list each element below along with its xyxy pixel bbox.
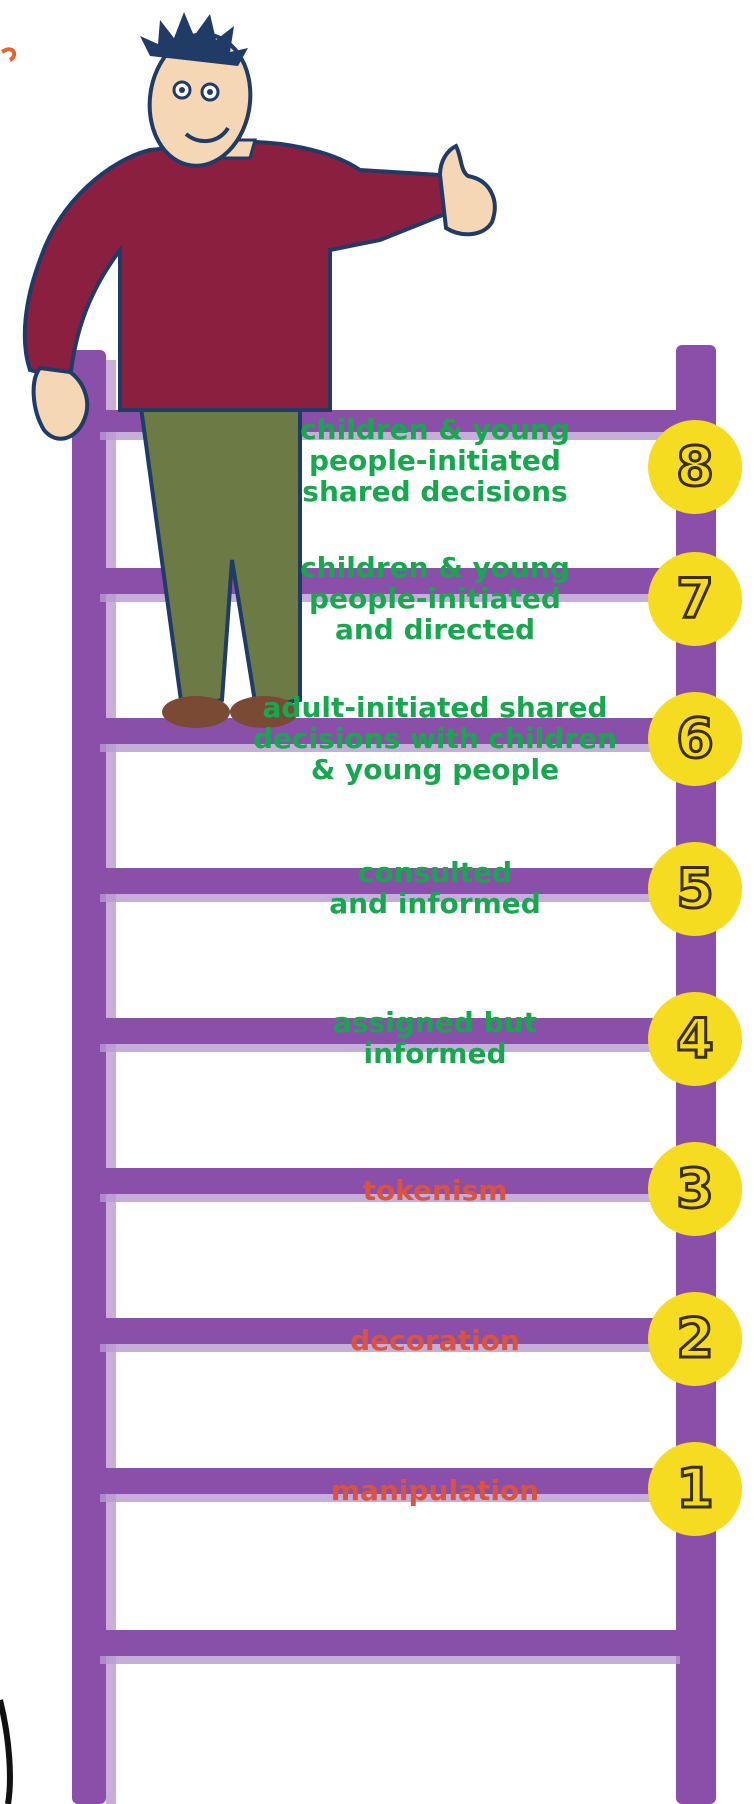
rung-label-7: children & young people-initiated and di…	[300, 550, 570, 646]
rung-label-8: children & young people-initiated shared…	[300, 412, 570, 508]
orange-swirl-icon	[0, 47, 17, 62]
thumbs-up-hand-icon	[437, 143, 497, 237]
rung-number-badge-5: 5	[648, 842, 742, 936]
left-hand	[31, 365, 90, 441]
rung-number: 6	[675, 707, 716, 770]
rung-number: 3	[675, 1157, 716, 1220]
rung-bar	[100, 1630, 680, 1656]
spiky-hair	[140, 12, 248, 66]
rung-bar	[100, 868, 680, 894]
rung-label-6: adult-initiated shared decisions with ch…	[252, 690, 618, 786]
rung-label-2: decoration	[350, 1323, 520, 1357]
rung-number-badge-6: 6	[648, 692, 742, 786]
rung-number-badge-1: 1	[648, 1442, 742, 1536]
rung-label-3: tokenism	[362, 1173, 508, 1207]
rung-number: 2	[675, 1307, 716, 1370]
rung-number-badge-8: 8	[648, 420, 742, 514]
cartoon-person-figure	[22, 12, 497, 728]
ladder-left-rail	[72, 350, 106, 1804]
rung-number-badge-7: 7	[648, 552, 742, 646]
smile	[184, 126, 230, 144]
left-shoe	[162, 696, 230, 728]
rung-bar	[100, 1168, 680, 1194]
rung-number: 7	[675, 567, 716, 630]
rung-label-4: assigned but informed	[333, 1006, 537, 1070]
rung-number: 8	[675, 435, 716, 498]
rung-number-badge-2: 2	[648, 1292, 742, 1386]
sweater	[22, 139, 453, 412]
rung-number-badge-3: 3	[648, 1142, 742, 1236]
rung-bar	[100, 1018, 680, 1044]
ladder-rungs	[100, 410, 680, 1656]
rung-label-1: manipulation	[330, 1473, 540, 1507]
rung-number: 1	[675, 1457, 716, 1520]
rung-bar	[100, 1318, 680, 1344]
rung-label-5: consulted and informed	[329, 856, 541, 920]
right-shoe	[230, 696, 298, 728]
rung-number: 4	[675, 1007, 716, 1070]
rung-bar	[100, 1468, 680, 1494]
rung-number: 5	[675, 857, 716, 920]
page-edge-arc	[0, 1699, 13, 1804]
rung-number-badge-4: 4	[648, 992, 742, 1086]
